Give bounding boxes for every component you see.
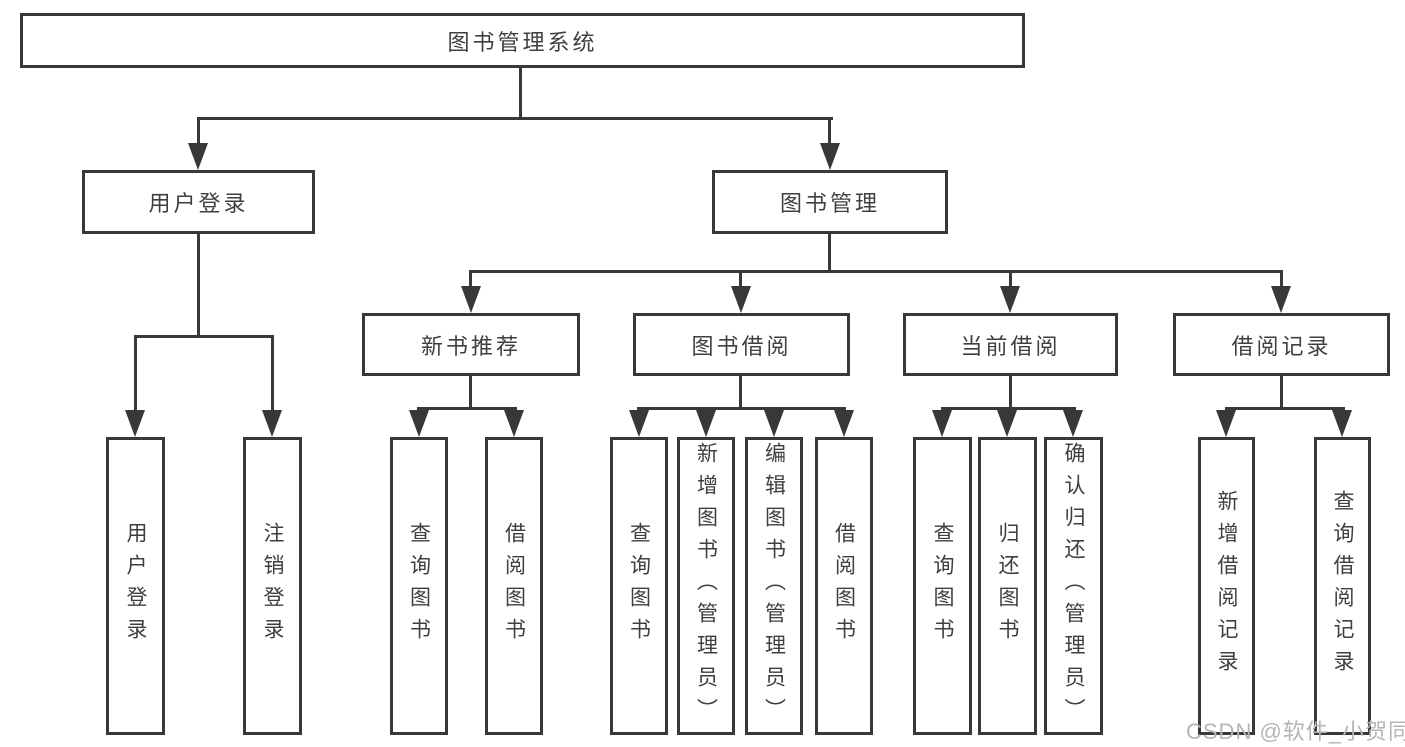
- arrow-down-icon: [1000, 286, 1020, 313]
- connector-line: [828, 233, 831, 273]
- connector-line: [134, 335, 137, 413]
- connector-line: [417, 407, 517, 410]
- connector-line: [941, 407, 1076, 410]
- leaf-currentborrow-query-books: 查询图书: [913, 437, 972, 735]
- leaf-currentborrow-confirm-return-admin-label: 确认归还（管理员）: [1062, 442, 1085, 730]
- arrow-down-icon: [834, 410, 854, 437]
- leaf-user-login-label: 用户登录: [124, 522, 147, 650]
- arrow-down-icon: [731, 286, 751, 313]
- node-book-mgmt: 图书管理: [712, 170, 948, 234]
- connector-line: [519, 67, 522, 120]
- leaf-records-query-record: 查询借阅记录: [1314, 437, 1371, 735]
- leaf-bookborrow-add-books-admin-label: 新增图书（管理员）: [694, 442, 718, 730]
- connector-line: [197, 117, 833, 120]
- connector-line: [1280, 270, 1283, 290]
- node-borrow-records: 借阅记录: [1173, 313, 1390, 376]
- arrow-down-icon: [997, 410, 1017, 437]
- connector-line: [134, 335, 274, 338]
- node-book-borrow: 图书借阅: [633, 313, 850, 376]
- connector-line: [469, 270, 472, 290]
- leaf-bookborrow-query-books: 查询图书: [610, 437, 668, 735]
- arrow-down-icon: [1216, 410, 1236, 437]
- connector-line: [197, 117, 200, 147]
- leaf-bookborrow-query-books-label: 查询图书: [627, 522, 651, 650]
- leaf-bookborrow-borrow-books: 借阅图书: [815, 437, 873, 735]
- connector-line: [637, 407, 846, 410]
- arrow-down-icon: [696, 410, 716, 437]
- leaf-bookborrow-edit-books-admin-label: 编辑图书（管理员）: [762, 442, 786, 730]
- watermark: CSDN @软件_小贺同学: [1186, 719, 1405, 744]
- connector-line: [1009, 376, 1012, 410]
- leaf-bookborrow-edit-books-admin: 编辑图书（管理员）: [745, 437, 803, 735]
- connector-line: [197, 233, 200, 337]
- leaf-records-add-record-label: 新增借阅记录: [1215, 490, 1238, 682]
- connector-line: [469, 270, 1283, 273]
- arrow-down-icon: [461, 286, 481, 313]
- arrow-down-icon: [188, 143, 208, 170]
- node-system-root: 图书管理系统: [20, 13, 1025, 68]
- leaf-bookborrow-add-books-admin: 新增图书（管理员）: [677, 437, 735, 735]
- connector-line: [828, 117, 831, 147]
- connector-line: [271, 335, 274, 413]
- node-new-book-rec: 新书推荐: [362, 313, 580, 376]
- connector-line: [739, 270, 742, 290]
- leaf-bookborrow-borrow-books-label: 借阅图书: [832, 522, 856, 650]
- arrow-down-icon: [409, 410, 429, 437]
- arrow-down-icon: [125, 410, 145, 437]
- node-current-borrow: 当前借阅: [903, 313, 1118, 376]
- arrow-down-icon: [764, 410, 784, 437]
- connector-line: [1225, 407, 1345, 410]
- arrow-down-icon: [1063, 410, 1083, 437]
- arrow-down-icon: [262, 410, 282, 437]
- leaf-records-add-record: 新增借阅记录: [1198, 437, 1255, 735]
- leaf-records-query-record-label: 查询借阅记录: [1331, 490, 1354, 682]
- leaf-logout: 注销登录: [243, 437, 302, 735]
- leaf-newbookrec-query-books-label: 查询图书: [407, 522, 431, 650]
- leaf-newbookrec-borrow-books-label: 借阅图书: [502, 522, 526, 650]
- leaf-logout-label: 注销登录: [261, 522, 284, 650]
- leaf-user-login: 用户登录: [106, 437, 165, 735]
- leaf-currentborrow-return-books-label: 归还图书: [996, 522, 1019, 650]
- leaf-currentborrow-query-books-label: 查询图书: [931, 522, 954, 650]
- arrow-down-icon: [820, 143, 840, 170]
- connector-line: [739, 375, 742, 410]
- leaf-newbookrec-borrow-books: 借阅图书: [485, 437, 543, 735]
- connector-line: [1009, 270, 1012, 290]
- connector-line: [1280, 376, 1283, 410]
- arrow-down-icon: [1271, 286, 1291, 313]
- arrow-down-icon: [1332, 410, 1352, 437]
- connector-line: [469, 376, 472, 410]
- leaf-currentborrow-return-books: 归还图书: [978, 437, 1037, 735]
- arrow-down-icon: [629, 410, 649, 437]
- leaf-currentborrow-confirm-return-admin: 确认归还（管理员）: [1044, 437, 1103, 735]
- arrow-down-icon: [504, 410, 524, 437]
- node-user-login: 用户登录: [82, 170, 315, 234]
- leaf-newbookrec-query-books: 查询图书: [390, 437, 448, 735]
- arrow-down-icon: [932, 410, 952, 437]
